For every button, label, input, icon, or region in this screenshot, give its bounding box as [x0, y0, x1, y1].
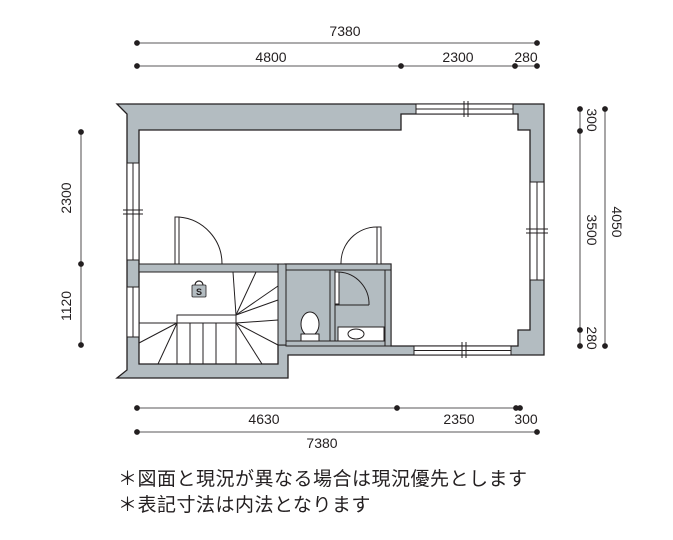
dim-left-lower: 1120: [58, 291, 74, 321]
dim-top-total: 7380: [329, 23, 360, 39]
door-wc: [340, 226, 382, 265]
dim-bottom-seg-3: 300: [514, 411, 538, 427]
washbasin-icon: [337, 326, 385, 342]
dim-left-upper: 2300: [58, 182, 74, 213]
dim-bottom-seg-1: 4630: [248, 411, 279, 427]
door-storage: [174, 216, 223, 265]
dim-bottom-total: 7380: [306, 435, 337, 451]
dim-right-bottom: 280: [584, 326, 600, 350]
window-left-upper: [123, 162, 143, 261]
door-bath: [334, 271, 370, 306]
dim-top-seg-2: 2300: [442, 49, 473, 65]
note-current-condition: ＊図面と現況が異なる場合は現況優先とします: [118, 468, 528, 490]
storage-label: S: [196, 287, 202, 297]
partition-wall-bath-right: [384, 269, 392, 347]
dim-bottom-seg-2: 2350: [443, 411, 474, 427]
window-right: [526, 181, 548, 281]
dim-right-total: 4050: [609, 206, 625, 237]
dim-top-seg-3: 280: [514, 49, 538, 65]
partition-wall-wc-top: [285, 263, 392, 271]
dimension-lines: [78, 40, 608, 435]
toilet-icon: [300, 311, 320, 342]
partition-wall-wc-right: [329, 269, 336, 346]
window-bottom: [413, 342, 512, 358]
partition-wall-wc-bottom: [285, 340, 392, 347]
dim-top-seg-1: 4800: [255, 49, 286, 65]
dim-right-middle: 3500: [584, 214, 600, 245]
dim-right-top: 300: [584, 108, 600, 132]
window-top: [415, 101, 514, 117]
storage-lock-icon: S: [191, 280, 207, 298]
note-inner-dimensions: ＊表記寸法は内法となります: [118, 494, 371, 516]
staircase: [138, 271, 279, 365]
window-left-lower: [126, 286, 140, 338]
partition-wall-stair-top: [138, 263, 286, 273]
partition-wall-stair-right: [277, 263, 287, 346]
